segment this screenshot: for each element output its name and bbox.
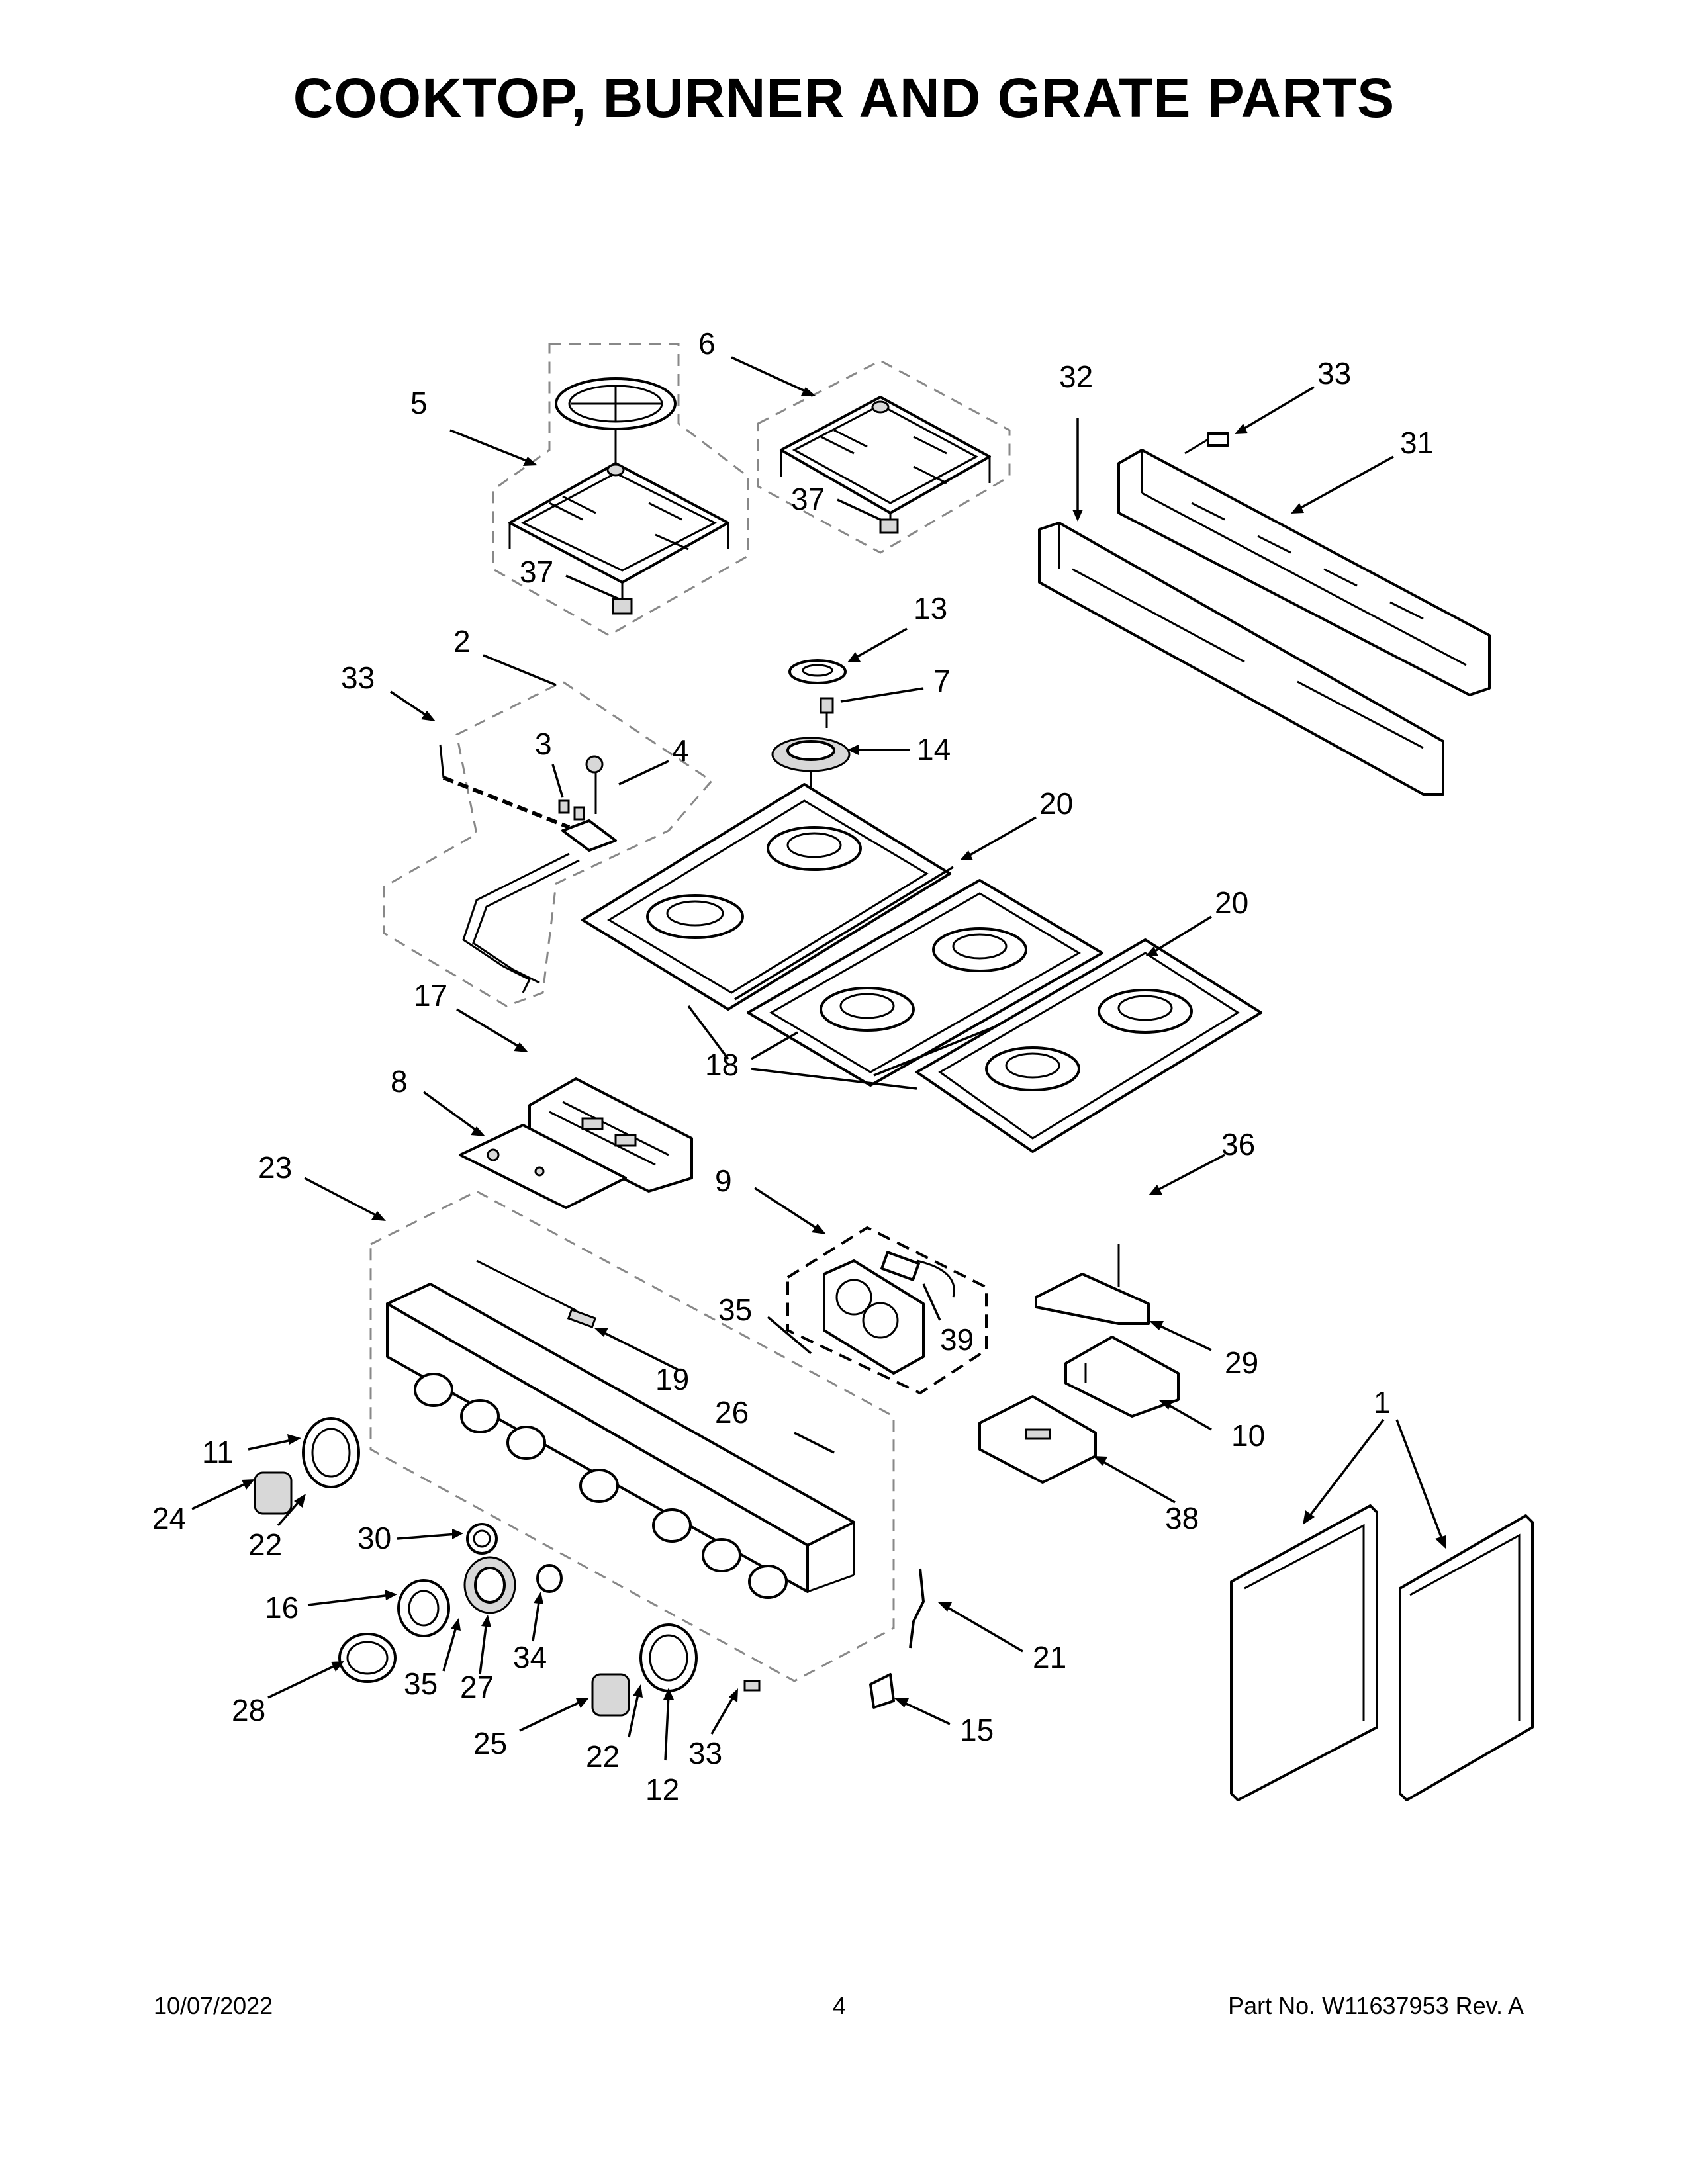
screw-7 [820,697,834,728]
callout-17: 17 [414,978,447,1013]
bezel-12 [639,1623,698,1692]
side-panel-1-right [1399,1514,1534,1801]
burner-head-14 [771,737,851,794]
side-panel-1-left [1230,1504,1378,1801]
bezel-16 [397,1579,450,1637]
callout-35: 35 [718,1293,752,1327]
callout-39: 39 [940,1322,974,1357]
callout-33: 33 [688,1736,722,1770]
callout-24: 24 [152,1501,186,1535]
knob-24 [254,1471,293,1515]
ring-30 [466,1523,498,1555]
callout-21: 21 [1033,1640,1066,1674]
callout-1: 1 [1374,1385,1391,1420]
burner-pan-18-right [915,938,1262,1153]
callout-5: 5 [410,386,428,420]
burner-pan-18-left [581,783,951,1011]
callout-20: 20 [1039,786,1073,821]
callout-23: 23 [258,1150,292,1185]
callout-19: 19 [655,1362,689,1396]
bracket-10 [1064,1336,1180,1418]
control-panel-23 [369,1190,895,1682]
bezel-27 [463,1556,516,1614]
callout-16: 16 [265,1590,299,1625]
callout-6: 6 [698,326,716,361]
back-trim-31 [1117,449,1491,696]
callout-36: 36 [1221,1127,1255,1161]
callout-32: 32 [1059,359,1093,394]
callout-35: 35 [404,1666,438,1701]
manifold-group-2 [383,680,714,1007]
callout-26: 26 [715,1395,749,1430]
callout-30: 30 [357,1521,391,1555]
callout-2: 2 [453,624,471,659]
callout-7: 7 [933,664,951,698]
callout-25: 25 [473,1726,507,1760]
footer-page-number: 4 [833,1992,847,2019]
callout-22: 22 [586,1739,620,1774]
bezel-11 [302,1417,360,1488]
grate-5-group [492,343,749,637]
callout-12: 12 [645,1772,679,1807]
callout-37: 37 [791,482,825,516]
footer-date: 10/07/2022 [154,1992,273,2019]
callout-4: 4 [672,733,689,768]
grate-6-group [757,359,1011,554]
callout-29: 29 [1225,1345,1258,1380]
callout-20: 20 [1215,886,1248,920]
callout-27: 27 [460,1670,494,1704]
footer-part-number: Part No. W11637953 Rev. A [1228,1992,1524,2019]
callout-22: 22 [248,1527,282,1562]
bracket-15 [869,1673,895,1709]
callout-38: 38 [1165,1501,1199,1535]
burner-cap-13 [788,659,847,684]
back-bracket-32 [1038,522,1444,796]
callout-31: 31 [1400,426,1434,460]
callout-10: 10 [1231,1418,1265,1453]
bracket-29 [1035,1244,1150,1325]
callout-28: 28 [232,1693,265,1727]
knob-25 [591,1673,630,1717]
module-38 [978,1395,1097,1484]
bracket-21 [909,1568,925,1649]
insulator-8 [459,1124,627,1209]
callout-8: 8 [391,1064,408,1099]
page-title: COOKTOP, BURNER AND GRATE PARTS [293,67,1395,129]
burner-pan-18-center [747,879,1103,1087]
callout-3: 3 [535,727,552,761]
callout-34: 34 [513,1640,547,1674]
screw-33-bottom [743,1680,761,1692]
callout-11: 11 [202,1435,234,1469]
ring-34 [536,1564,563,1593]
trim-ring-28 [338,1633,397,1683]
callout-13: 13 [914,591,947,625]
callout-14: 14 [917,732,951,766]
callout-33: 33 [341,660,375,695]
callout-37: 37 [520,555,553,589]
callout-9: 9 [715,1163,732,1198]
leader-lines [191,356,1446,1761]
callout-18: 18 [705,1048,739,1082]
callout-labels: 5 6 37 37 32 33 31 2 33 3 4 13 7 14 20 2… [152,326,1434,1807]
screw-33-top [1184,432,1229,455]
callout-33: 33 [1317,356,1351,390]
spark-module-group-9 [786,1226,988,1395]
callout-15: 15 [960,1713,994,1747]
wire-19 [567,1308,597,1328]
